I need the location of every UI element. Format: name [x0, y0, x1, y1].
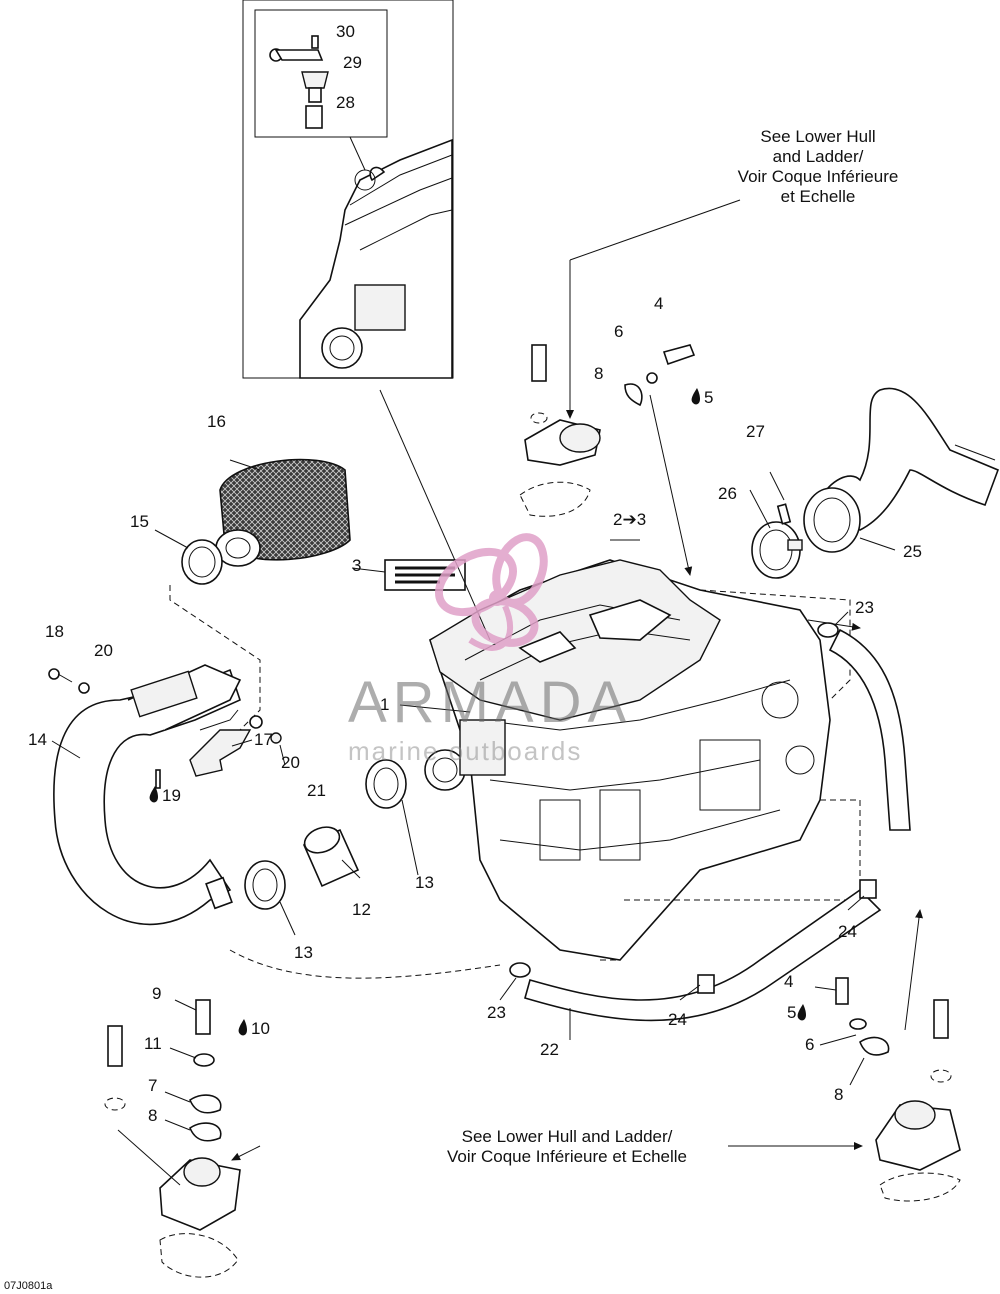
callout-23-left: 23: [487, 1003, 506, 1022]
engine-mount-top: [519, 344, 696, 517]
callout-27: 27: [746, 422, 765, 441]
callout-8-right: 8: [834, 1085, 843, 1104]
callout-20-left: 20: [94, 641, 113, 660]
callout-13-left: 13: [294, 943, 313, 962]
clamp-23b-part: [817, 622, 839, 638]
inset-engine-sketch: [299, 138, 453, 379]
callout-26: 26: [718, 484, 737, 503]
oil-drop-icon: [691, 388, 700, 405]
fitting-24a-part: [859, 879, 877, 899]
clamp-13b-part: [244, 860, 286, 910]
callout-5-top: 5: [704, 388, 713, 407]
vent-fitting-part: [269, 35, 329, 129]
clamp-23a-part: [509, 962, 531, 978]
watermark-tagline: marine outboards: [348, 736, 582, 766]
callout-4-top: 4: [654, 294, 663, 313]
callout-2-to-3: 2➔3: [613, 510, 646, 529]
callout-1: 1: [380, 695, 389, 714]
washer-20b-part: [249, 715, 263, 729]
callout-13-right: 13: [415, 873, 434, 892]
note-bottom-line-1: See Lower Hull and Ladder/: [462, 1127, 673, 1146]
clamp-26-part: [751, 521, 803, 579]
note-top-line-4: et Echelle: [781, 187, 856, 206]
engine-mount-bottom-right: [835, 977, 961, 1202]
callout-7: 7: [148, 1076, 157, 1095]
clamp-15-part: [181, 539, 223, 585]
callout-24-right: 24: [838, 922, 857, 941]
callout-8-top: 8: [594, 364, 603, 383]
leader-lines: [51, 199, 923, 1186]
air-filter-part: [215, 458, 351, 567]
hose-22-part: [524, 888, 882, 1022]
callout-19: 19: [162, 786, 181, 805]
note-top-line-3: Voir Coque Inférieure: [738, 167, 899, 186]
callout-14: 14: [28, 730, 47, 749]
hose-right-part: [828, 628, 911, 831]
oil-drop-icon: [797, 1004, 806, 1021]
note-bottom-line-2: Voir Coque Inférieure et Echelle: [447, 1147, 687, 1166]
callout-28: 28: [336, 93, 355, 112]
oil-drop-icon: [149, 786, 158, 803]
washer-20-part: [78, 682, 90, 694]
callout-5-right: 5: [787, 1003, 796, 1022]
fitting-24b-part: [697, 974, 715, 994]
note-top-line-1: See Lower Hull: [760, 127, 875, 146]
callout-20-right: 20: [281, 753, 300, 772]
exhaust-pipe-part: [803, 387, 1000, 553]
note-bottom: See Lower Hull and Ladder/ Voir Coque In…: [447, 1127, 687, 1166]
callout-3: 3: [352, 556, 361, 575]
watermark-name: ARMADA: [348, 670, 632, 735]
sleeve-12-part: [302, 826, 360, 888]
bolt-18-part: [48, 668, 73, 683]
callout-25: 25: [903, 542, 922, 561]
callout-21: 21: [307, 781, 326, 800]
callout-11: 11: [144, 1034, 162, 1053]
engine-mount-bottom-left: [104, 999, 241, 1278]
callout-15: 15: [130, 512, 149, 531]
screw-19-part: [155, 769, 161, 789]
callout-8-left: 8: [148, 1106, 157, 1125]
callout-17: 17: [254, 730, 273, 749]
watermark-logo-icon: [435, 533, 548, 651]
callout-6-top: 6: [614, 322, 623, 341]
callout-labels: 30 29 28 4 6 8 5 27 26 25 23 16 15 3 2➔3…: [28, 22, 922, 1125]
callout-4-right: 4: [784, 972, 793, 991]
watermark: ARMADA marine outboards: [348, 533, 632, 766]
detail-inset: [242, 0, 454, 379]
callout-10: 10: [251, 1019, 270, 1038]
inset-sub-frame: [254, 9, 388, 138]
callout-30: 30: [336, 22, 355, 41]
pin-27-part: [776, 503, 792, 525]
engine-assembly: [424, 559, 831, 961]
callout-6-right: 6: [805, 1035, 814, 1054]
callout-22: 22: [540, 1040, 559, 1059]
bracket-17-part: [189, 729, 252, 777]
intake-pipe-14-part: [53, 664, 242, 926]
note-top-right: See Lower Hull and Ladder/ Voir Coque In…: [738, 127, 899, 206]
callout-16: 16: [207, 412, 226, 431]
callout-12: 12: [352, 900, 371, 919]
callout-29: 29: [343, 53, 362, 72]
callout-23-right: 23: [855, 598, 874, 617]
clamp-13a-part: [365, 759, 407, 809]
callout-9: 9: [152, 984, 161, 1003]
nut-21-part: [270, 732, 282, 744]
figure-reference-code: 07J0801a: [4, 1280, 53, 1292]
oil-drop-icon: [238, 1019, 247, 1036]
note-top-line-2: and Ladder/: [773, 147, 864, 166]
callout-18: 18: [45, 622, 64, 641]
callout-24-left: 24: [668, 1010, 687, 1029]
